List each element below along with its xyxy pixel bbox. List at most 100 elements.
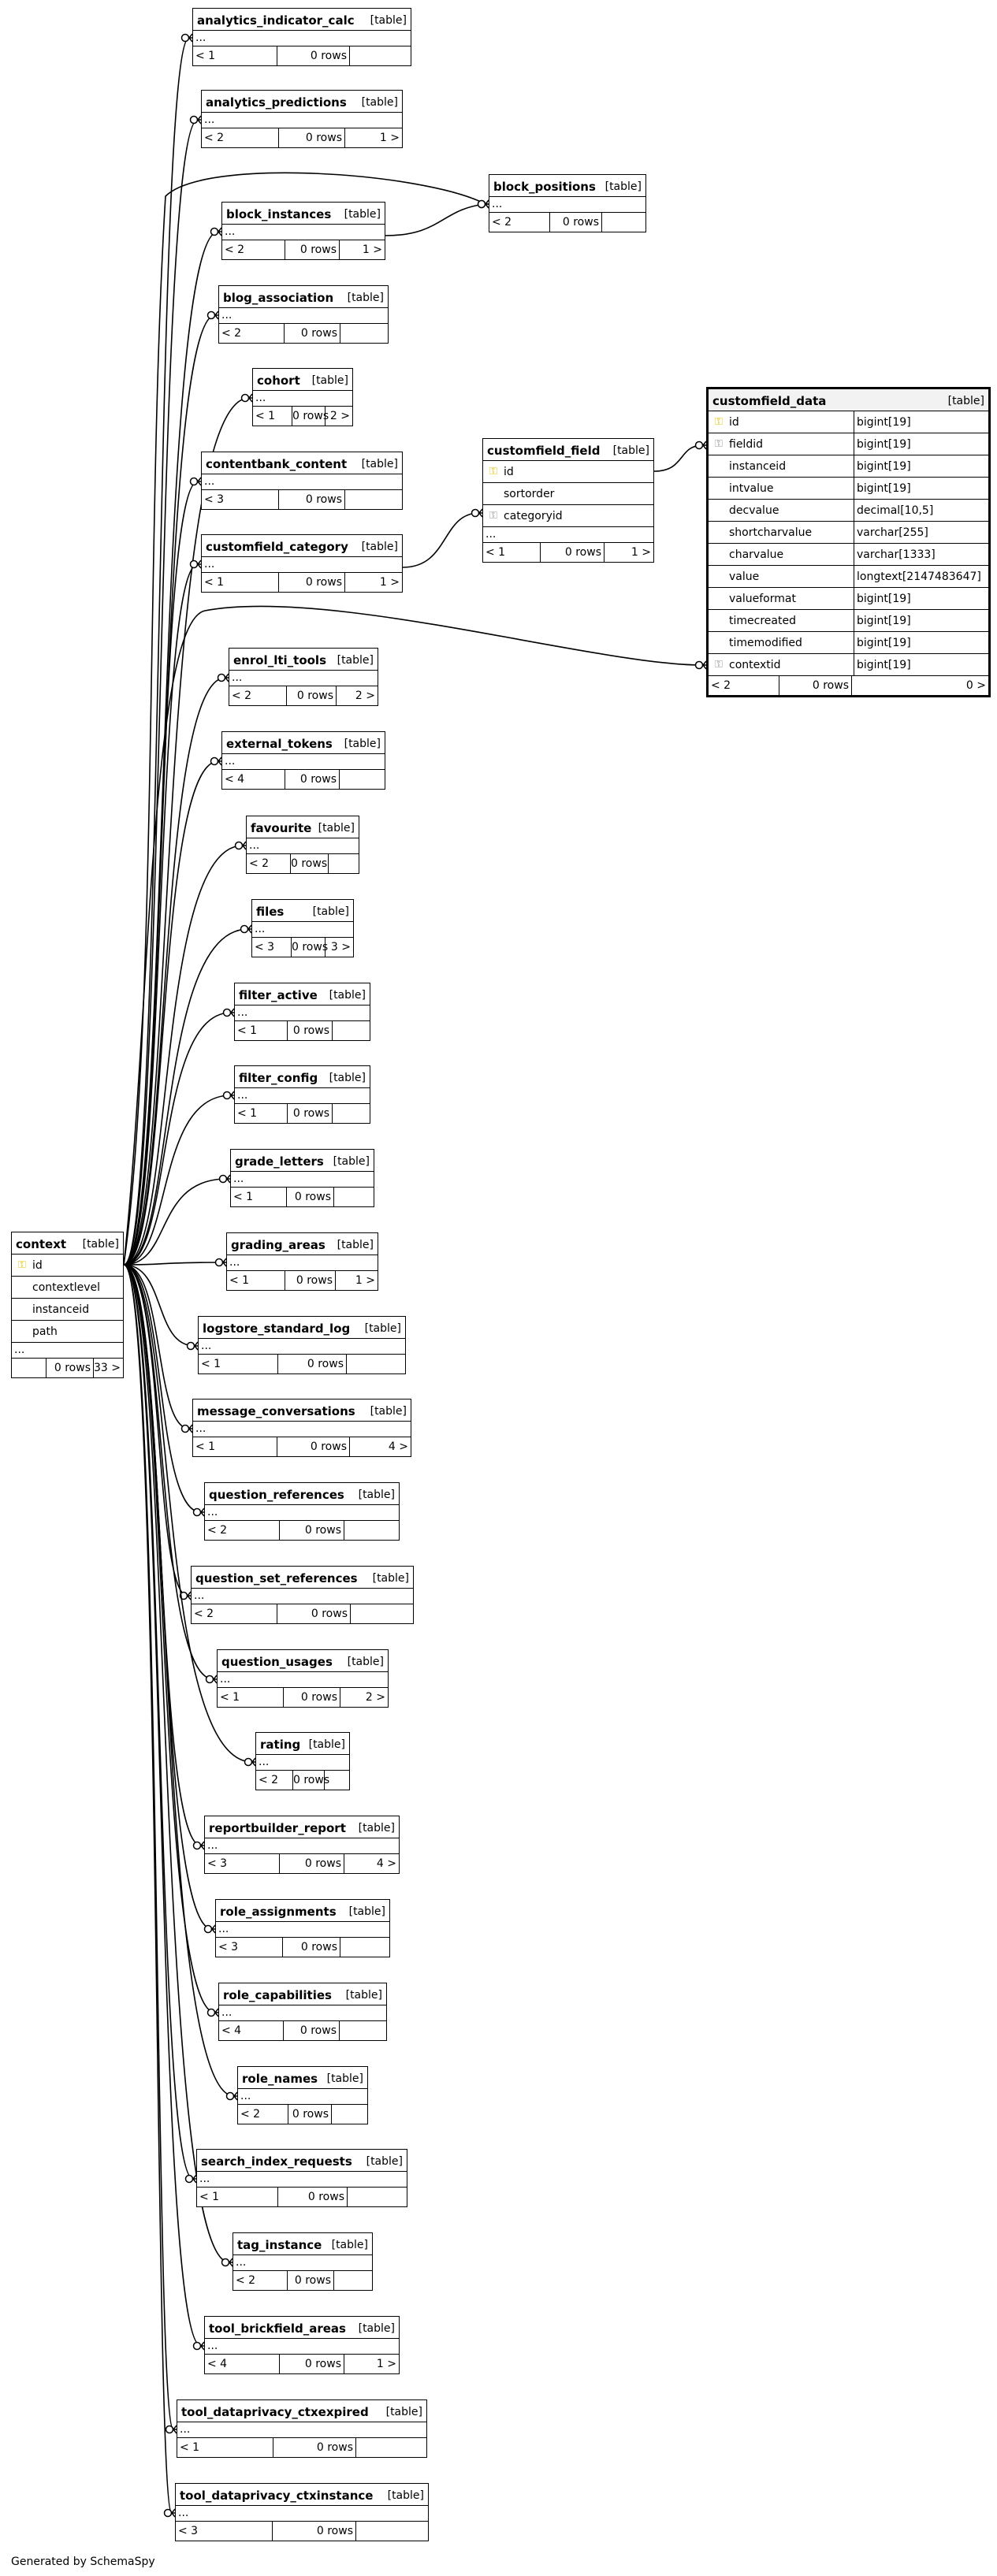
child-count[interactable]: 2 > [340,1688,388,1707]
parent-count[interactable]: < 3 [218,1941,239,1953]
child-count[interactable]: 1 > [335,1271,378,1290]
table-name[interactable]: block_positions [493,180,596,194]
child-count[interactable]: 1 > [344,573,402,592]
table-name[interactable]: enrol_lti_tools [233,653,327,667]
table-name[interactable]: role_names [242,2072,318,2086]
parent-count[interactable]: < 2 [711,679,731,692]
child-count[interactable]: 4 > [344,1854,399,1873]
parent-count[interactable]: < 2 [232,690,252,702]
parent-count[interactable]: < 3 [204,493,225,506]
table-name[interactable]: role_capabilities [223,1988,332,2002]
parent-count[interactable]: < 2 [249,857,270,870]
parent-count[interactable]: < 1 [233,1191,254,1203]
parent-count[interactable]: < 1 [485,546,506,559]
table-name[interactable]: filter_config [239,1071,318,1085]
child-count[interactable]: 1 > [339,240,385,259]
parent-count[interactable]: < 1 [180,2441,200,2454]
table-name[interactable]: search_index_requests [201,2154,352,2169]
parent-count[interactable]: < 2 [204,132,225,144]
table-name[interactable]: blog_association [223,291,334,305]
parent-count[interactable]: < 1 [220,1691,240,1704]
child-count[interactable]: 3 > [325,938,353,957]
table-name[interactable]: block_instances [226,207,332,221]
table-name[interactable]: customfield_field [487,444,601,458]
table-name[interactable]: message_conversations [197,1404,355,1418]
parent-count[interactable]: < 1 [204,576,225,589]
parent-count[interactable]: < 3 [255,941,275,953]
table-name[interactable]: grading_areas [231,1238,326,1252]
table-name[interactable]: files [256,905,285,919]
parent-count[interactable]: < 2 [240,2108,261,2121]
table-name[interactable]: question_set_references [195,1571,358,1585]
child-count[interactable]: 0 > [851,676,988,695]
parent-count[interactable]: < 1 [199,2191,220,2203]
table-name[interactable]: customfield_data [712,394,827,408]
parent-count[interactable]: < 4 [225,773,245,786]
child-count[interactable]: 4 > [349,1437,411,1456]
parent-count[interactable]: < 1 [195,1440,216,1453]
table-tool-dataprivacy-ctxexpired[interactable]: tool_dataprivacy_ctxexpired[table]...< 1… [177,2399,427,2458]
parent-count[interactable]: < 2 [236,2274,256,2287]
parent-count[interactable]: < 2 [259,1774,279,1786]
table-name[interactable]: rating [260,1738,301,1752]
parent-count[interactable]: < 4 [221,2024,242,2037]
table-name[interactable]: analytics_indicator_calc [197,13,355,28]
parent-count[interactable]: < 2 [225,243,245,256]
table-name[interactable]: filter_active [239,988,318,1002]
parent-count[interactable]: < 3 [207,1857,228,1870]
parent-count[interactable]: < 2 [194,1608,214,1620]
parent-count[interactable]: < 1 [237,1024,258,1037]
table-name[interactable]: question_references [209,1488,344,1502]
table-name[interactable]: tool_brickfield_areas [209,2321,346,2336]
child-count[interactable]: 1 > [604,543,653,562]
table-name[interactable]: tool_dataprivacy_ctxinstance [180,2489,374,2503]
table-name[interactable]: cohort [257,374,300,388]
table-name[interactable]: logstore_standard_log [203,1321,351,1336]
table-name[interactable]: reportbuilder_report [209,1821,346,1835]
parent-count[interactable]: < 1 [229,1274,250,1287]
table-name[interactable]: grade_letters [235,1154,324,1169]
child-count[interactable]: 1 > [344,2355,399,2373]
child-count[interactable]: 2 > [325,407,352,426]
table-tool-dataprivacy-ctxinstance[interactable]: tool_dataprivacy_ctxinstance[table]...< … [175,2483,429,2541]
parent-count[interactable]: < 1 [201,1358,221,1370]
parent-count[interactable]: < 1 [237,1107,258,1120]
parent-count[interactable]: < 1 [195,50,216,62]
parent-count[interactable]: < 4 [207,2358,228,2370]
parent-count[interactable]: < 2 [207,1524,228,1537]
child-count[interactable]: 1 > [344,128,402,147]
parent-count[interactable]: < 1 [255,410,276,422]
table-name[interactable]: analytics_predictions [206,95,347,110]
table-name[interactable]: role_assignments [220,1905,337,1919]
